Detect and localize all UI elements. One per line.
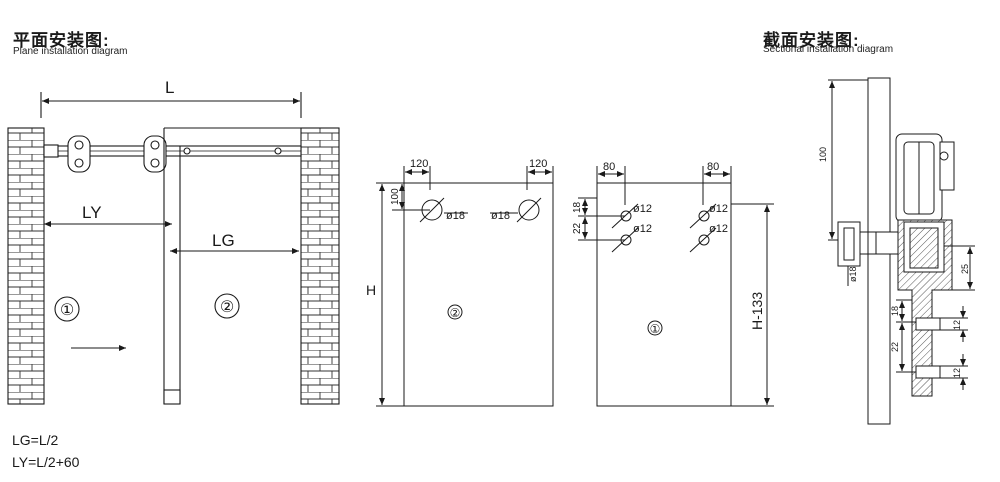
panel-1-dim-22: 22	[572, 222, 583, 234]
panel-2-hole-right: ø18	[491, 210, 510, 222]
roller-hanger-left	[67, 135, 91, 173]
panel-1-dim-18: 18	[572, 201, 583, 213]
fixed-panel-frame	[163, 127, 301, 404]
plane-diagram-title: 平面安装图:	[13, 31, 110, 50]
panel-1-label: ①	[650, 322, 661, 336]
panel-2-outline	[403, 182, 554, 407]
door-1-label: ①	[60, 302, 74, 319]
panel-1-dim-H-133: H-133	[749, 292, 765, 330]
panel-1-outline	[596, 182, 732, 407]
dim-L-label: L	[165, 78, 174, 97]
track-end-stop	[43, 144, 59, 158]
section-dim-18: 18	[890, 306, 900, 316]
panel-2-diagram	[376, 166, 554, 407]
panel-1-hole-bottom-left: ø12	[633, 223, 652, 235]
panel-2-dim-H: H	[366, 282, 376, 298]
panel-2-dim-120-left: 120	[410, 158, 428, 170]
formula-ly: LY=L/2+60	[12, 454, 80, 470]
panel-1-hole-top-left: ø12	[633, 203, 652, 215]
section-diagram-subtitle: Sectional installation diagram	[763, 44, 894, 55]
left-brick-wall	[7, 127, 45, 405]
dim-LG-label: LG	[212, 231, 235, 250]
dim-LY-label: LY	[82, 203, 102, 222]
panel-1-hole-bottom-right: ø12	[709, 223, 728, 235]
panel-1-diagram	[578, 166, 774, 407]
section-dim-25: 25	[960, 264, 970, 274]
section-diagram	[828, 77, 975, 425]
panel-2-dim-120-right: 120	[529, 158, 547, 170]
section-dim-diameter-18: ø18	[848, 266, 858, 282]
plane-diagram-subtitle: Plane installation diagram	[13, 46, 128, 57]
section-dim-12-upper: 12	[952, 320, 962, 330]
right-brick-wall	[300, 127, 340, 405]
panel-2-dim-100: 100	[390, 188, 401, 205]
section-dim-22: 22	[890, 342, 900, 352]
section-dim-12-lower: 12	[952, 368, 962, 378]
panel-1-dim-80-right: 80	[707, 161, 719, 173]
plane-diagram	[7, 92, 340, 405]
panel-2-label: ②	[450, 306, 461, 320]
roller-hanger-right	[143, 135, 167, 173]
panel-1-hole-top-right: ø12	[709, 203, 728, 215]
formula-lg: LG=L/2	[12, 432, 59, 448]
panel-2-hole-left: ø18	[446, 210, 465, 222]
section-diagram-title: 截面安装图:	[763, 31, 860, 50]
door-2-label: ②	[220, 299, 234, 316]
section-dim-100: 100	[818, 147, 828, 162]
panel-1-dim-80-left: 80	[603, 161, 615, 173]
